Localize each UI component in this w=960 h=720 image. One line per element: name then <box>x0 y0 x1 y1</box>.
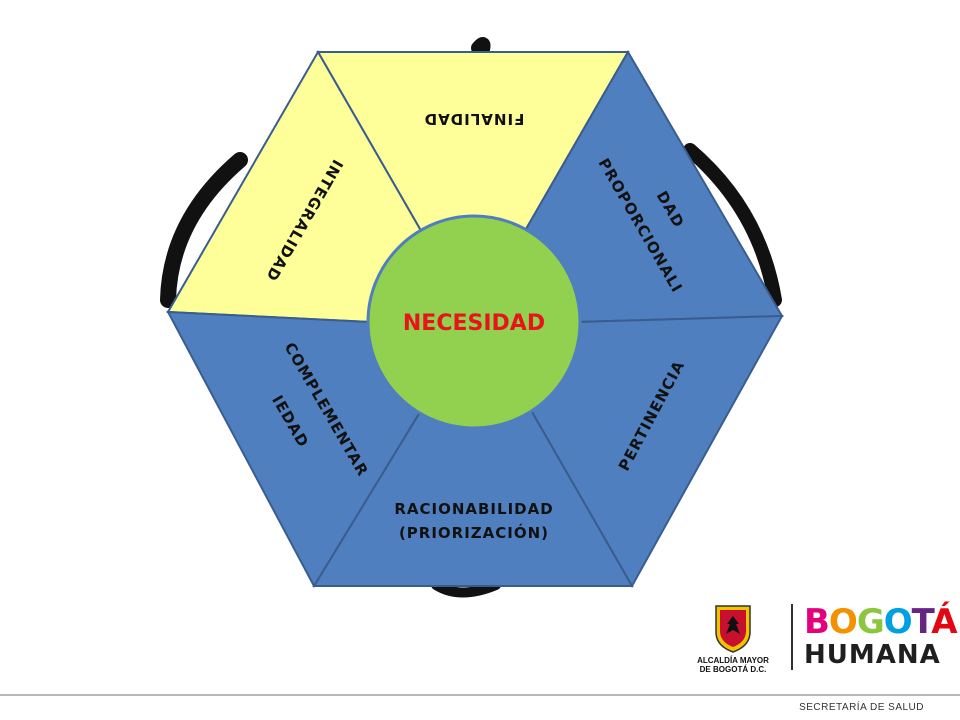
brand-top-text: BOGOTÁ <box>804 602 958 642</box>
brand-top: BOGOTÁ <box>804 604 958 640</box>
footer-divider <box>0 694 960 696</box>
logo-divider <box>791 604 793 670</box>
bogota-seal-icon <box>715 605 751 653</box>
brand-top-letter: B <box>804 602 830 642</box>
seal-caption-line-2: DE BOGOTÁ D.C. <box>699 665 767 674</box>
brand-top-letter: Á <box>931 602 957 642</box>
center-label: NECESIDAD <box>403 311 545 336</box>
brand-bottom: HUMANA <box>804 640 941 670</box>
brand-top-letter: O <box>883 602 913 642</box>
seal-caption: ALCALDÍA MAYOR DE BOGOTÁ D.C. <box>678 656 788 674</box>
brand-top-letter: T <box>911 602 933 642</box>
center-circle <box>366 214 582 430</box>
label-finalidad: FINALIDAD <box>424 110 525 128</box>
brand-top-letter: O <box>828 602 858 642</box>
footer-logos: ALCALDÍA MAYOR DE BOGOTÁ D.C. BOGOTÁ HUM… <box>678 598 958 690</box>
label-racionabilidad-1: RACIONABILIDAD <box>394 500 553 518</box>
brand-top-letter: G <box>856 602 885 642</box>
bogota-humana-logo: BOGOTÁ HUMANA <box>804 604 958 676</box>
seal-caption-line-1: ALCALDÍA MAYOR <box>697 656 769 665</box>
department-label: SECRETARÍA DE SALUD <box>799 702 924 713</box>
label-racionabilidad-2: (PRIORIZACIÓN) <box>399 523 549 542</box>
